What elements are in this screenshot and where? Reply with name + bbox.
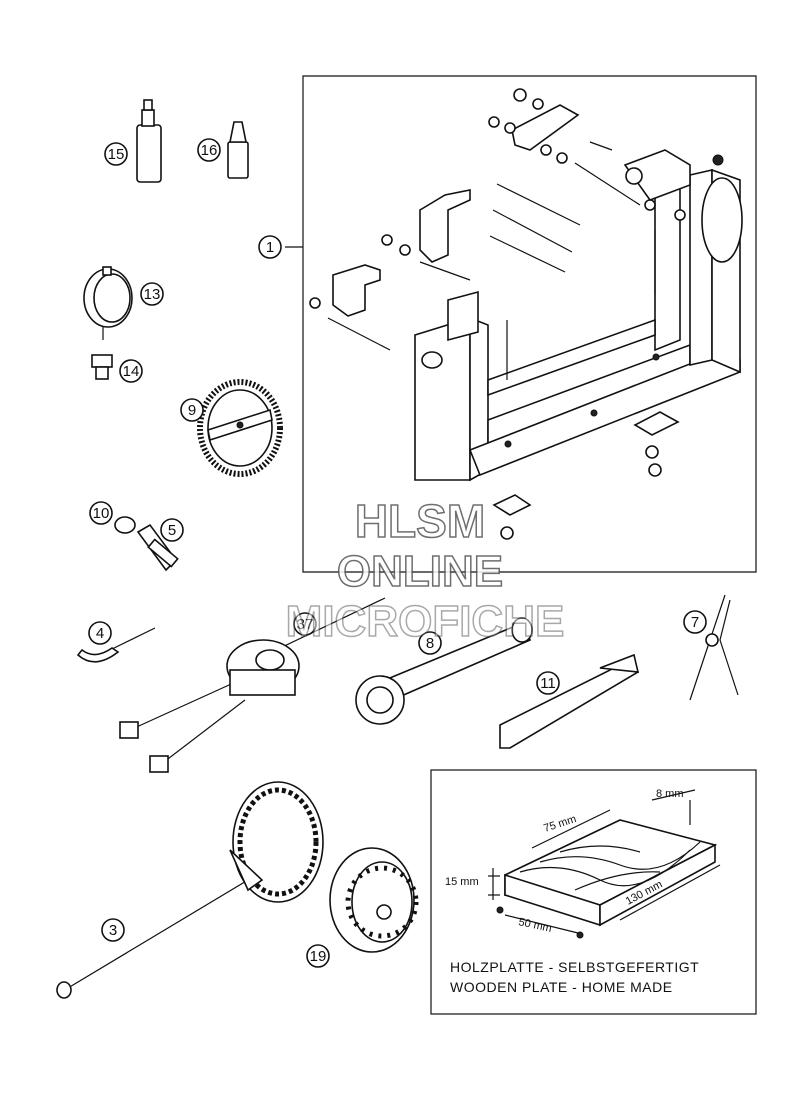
callout-3: 3 bbox=[101, 918, 125, 942]
callout-9: 9 bbox=[180, 398, 204, 422]
callout-8-label: 8 bbox=[426, 635, 434, 652]
callout-10-label: 10 bbox=[93, 505, 110, 522]
callout-7: 7 bbox=[683, 610, 707, 634]
callout-3-label: 3 bbox=[109, 922, 117, 939]
loctite-bottle bbox=[136, 99, 162, 183]
frame-assembly-border bbox=[285, 75, 757, 573]
callout-1: 1 bbox=[258, 235, 282, 259]
dim-width-label: 75 mm bbox=[542, 813, 578, 835]
callout-14-label: 14 bbox=[123, 363, 140, 380]
callout-11: 11 bbox=[536, 671, 560, 695]
callout-5-label: 5 bbox=[168, 522, 176, 539]
gauge-adapter bbox=[91, 354, 113, 380]
rotor-holder bbox=[329, 847, 419, 953]
watermark-line-2: ONLINE bbox=[337, 547, 503, 596]
wooden-plate-box bbox=[430, 769, 757, 1015]
puller-ring bbox=[114, 516, 136, 534]
callout-19: 19 bbox=[306, 944, 330, 968]
holding-tool bbox=[119, 597, 386, 773]
dim-thickness-top-label: 8 mm bbox=[656, 788, 684, 800]
dial-gauge bbox=[83, 266, 133, 340]
engine-stand-frame bbox=[309, 88, 743, 540]
watermark-line-1: HLSM bbox=[355, 495, 485, 547]
callout-37-label: 37 bbox=[297, 616, 314, 633]
callout-37: 37 bbox=[293, 612, 317, 636]
puller-bolt bbox=[136, 523, 179, 572]
spatula-tool bbox=[76, 627, 156, 663]
callout-16: 16 bbox=[197, 138, 221, 162]
callout-19-label: 19 bbox=[310, 948, 327, 965]
callout-4-label: 4 bbox=[96, 625, 104, 642]
callout-4: 4 bbox=[88, 621, 112, 645]
hook-wrench bbox=[355, 617, 533, 725]
callout-16-label: 16 bbox=[201, 142, 218, 159]
callout-14: 14 bbox=[119, 359, 143, 383]
callout-13: 13 bbox=[140, 282, 164, 306]
clutch-holder bbox=[56, 781, 324, 999]
callout-8: 8 bbox=[418, 631, 442, 655]
watermark: HLSM ONLINE MICROFICHE bbox=[285, 494, 565, 647]
caption-german: HOLZPLATTE - SELBSTGEFERTIGT bbox=[450, 959, 699, 975]
callout-15-label: 15 bbox=[108, 146, 125, 163]
callout-7-label: 7 bbox=[691, 614, 699, 631]
dim-depth-label: 50 mm bbox=[517, 916, 552, 935]
sealant-tube bbox=[227, 121, 249, 179]
callout-1-label: 1 bbox=[266, 239, 274, 256]
gauge-strip bbox=[499, 653, 640, 749]
callout-5: 5 bbox=[160, 518, 184, 542]
callout-10: 10 bbox=[89, 501, 113, 525]
circlip-pliers bbox=[689, 594, 739, 701]
callout-11-label: 11 bbox=[540, 675, 556, 692]
toothed-ring bbox=[197, 379, 283, 477]
caption-english: WOODEN PLATE - HOME MADE bbox=[450, 979, 673, 995]
callout-15: 15 bbox=[104, 142, 128, 166]
watermark-line-3: MICROFICHE bbox=[286, 597, 565, 646]
callout-13-label: 13 bbox=[144, 286, 161, 303]
callout-9-label: 9 bbox=[188, 402, 196, 419]
dim-height-label: 15 mm bbox=[445, 876, 479, 888]
